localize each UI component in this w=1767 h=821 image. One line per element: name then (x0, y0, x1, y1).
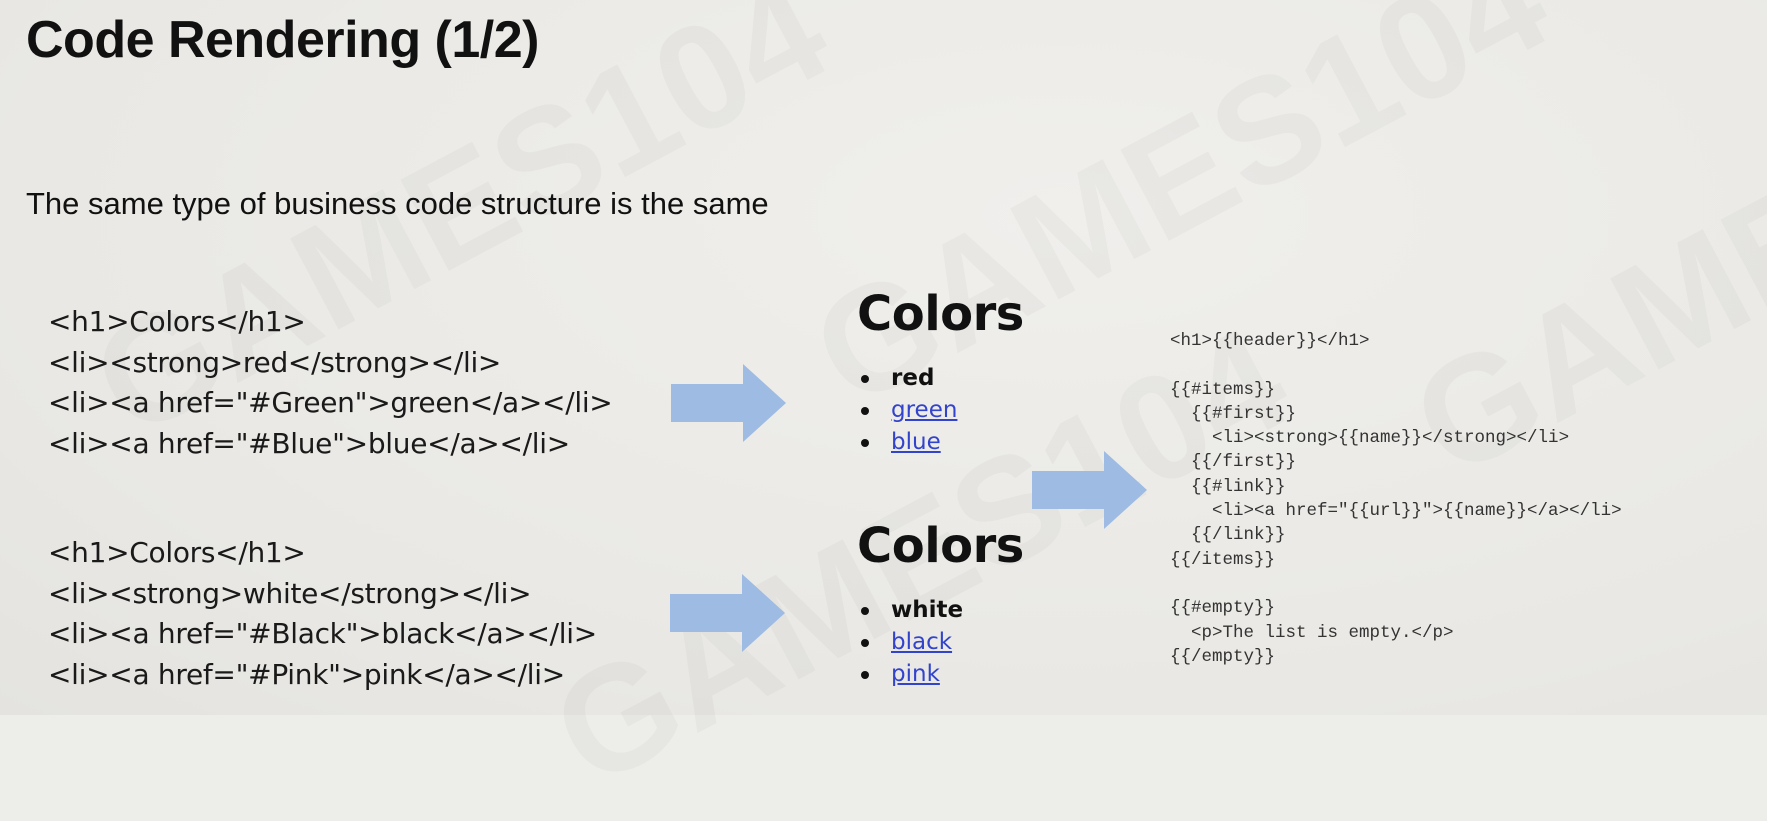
source-code-example-2: <h1>Colors</h1> <li><strong>white</stron… (48, 533, 597, 695)
template-line: {{#empty}} (1170, 598, 1276, 619)
code-line: <li><strong>red</strong></li> (48, 345, 502, 379)
strong-item: red (891, 365, 935, 391)
rendered-heading: Colors (857, 286, 1024, 342)
template-line: <p>The list is empty.</p> (1170, 622, 1454, 643)
rendered-list: white black pink (857, 594, 1024, 690)
template-line (1170, 572, 1622, 596)
template-line: {{#items}} (1170, 379, 1276, 400)
template-line: <h1>{{header}}</h1> (1170, 331, 1370, 351)
code-line: <li><a href="#Pink">pink</a></li> (48, 657, 565, 691)
list-item: blue (861, 426, 1024, 458)
rendered-output-1: Colors red green blue (857, 286, 1024, 458)
list-item: black (861, 626, 1024, 658)
template-line: <li><strong>{{name}}</strong></li> (1170, 428, 1570, 449)
template-line: {{#link}} (1170, 476, 1286, 497)
code-line: <li><a href="#Blue">blue</a></li> (48, 426, 570, 460)
list-item: red (861, 362, 1024, 394)
link-item[interactable]: blue (891, 429, 941, 455)
subtitle: The same type of business code structure… (26, 186, 769, 221)
template-line: <li><a href="{{url}}">{{name}}</a></li> (1170, 501, 1622, 522)
page-title: Code Rendering (1/2) (26, 11, 539, 69)
template-line (1170, 353, 1622, 377)
template-code: <h1>{{header}}</h1> {{#items}} {{#first}… (1170, 329, 1622, 669)
template-line: {{/items}} (1170, 549, 1276, 570)
code-line: <li><a href="#Black">black</a></li> (48, 617, 597, 650)
strong-item: white (891, 597, 964, 623)
right-arrow-icon (671, 364, 786, 442)
list-item: green (861, 394, 1024, 426)
source-code-example-1: <h1>Colors</h1> <li><strong>red</strong>… (48, 302, 613, 464)
slide: GAMES104 GAMES104 GAMES104 GAMES104 Code… (0, 0, 1767, 715)
list-item: pink (861, 658, 1024, 690)
code-line: <li><strong>white</strong></li> (48, 576, 532, 610)
right-arrow-icon (670, 574, 785, 652)
template-line: {{/empty}} (1170, 646, 1276, 667)
link-item[interactable]: pink (891, 661, 940, 687)
link-item[interactable]: green (891, 397, 958, 423)
template-line: {{#first}} (1170, 403, 1297, 424)
code-line: <h1>Colors</h1> (48, 305, 306, 338)
rendered-heading: Colors (857, 518, 1024, 574)
template-line: {{/link}} (1170, 525, 1286, 546)
list-item: white (861, 594, 1024, 626)
rendered-list: red green blue (857, 362, 1024, 458)
link-item[interactable]: black (891, 629, 953, 655)
code-line: <li><a href="#Green">green</a></li> (48, 386, 613, 419)
code-line: <h1>Colors</h1> (48, 536, 306, 569)
right-arrow-icon (1032, 451, 1147, 529)
template-line: {{/first}} (1170, 452, 1297, 473)
rendered-output-2: Colors white black pink (857, 518, 1024, 690)
